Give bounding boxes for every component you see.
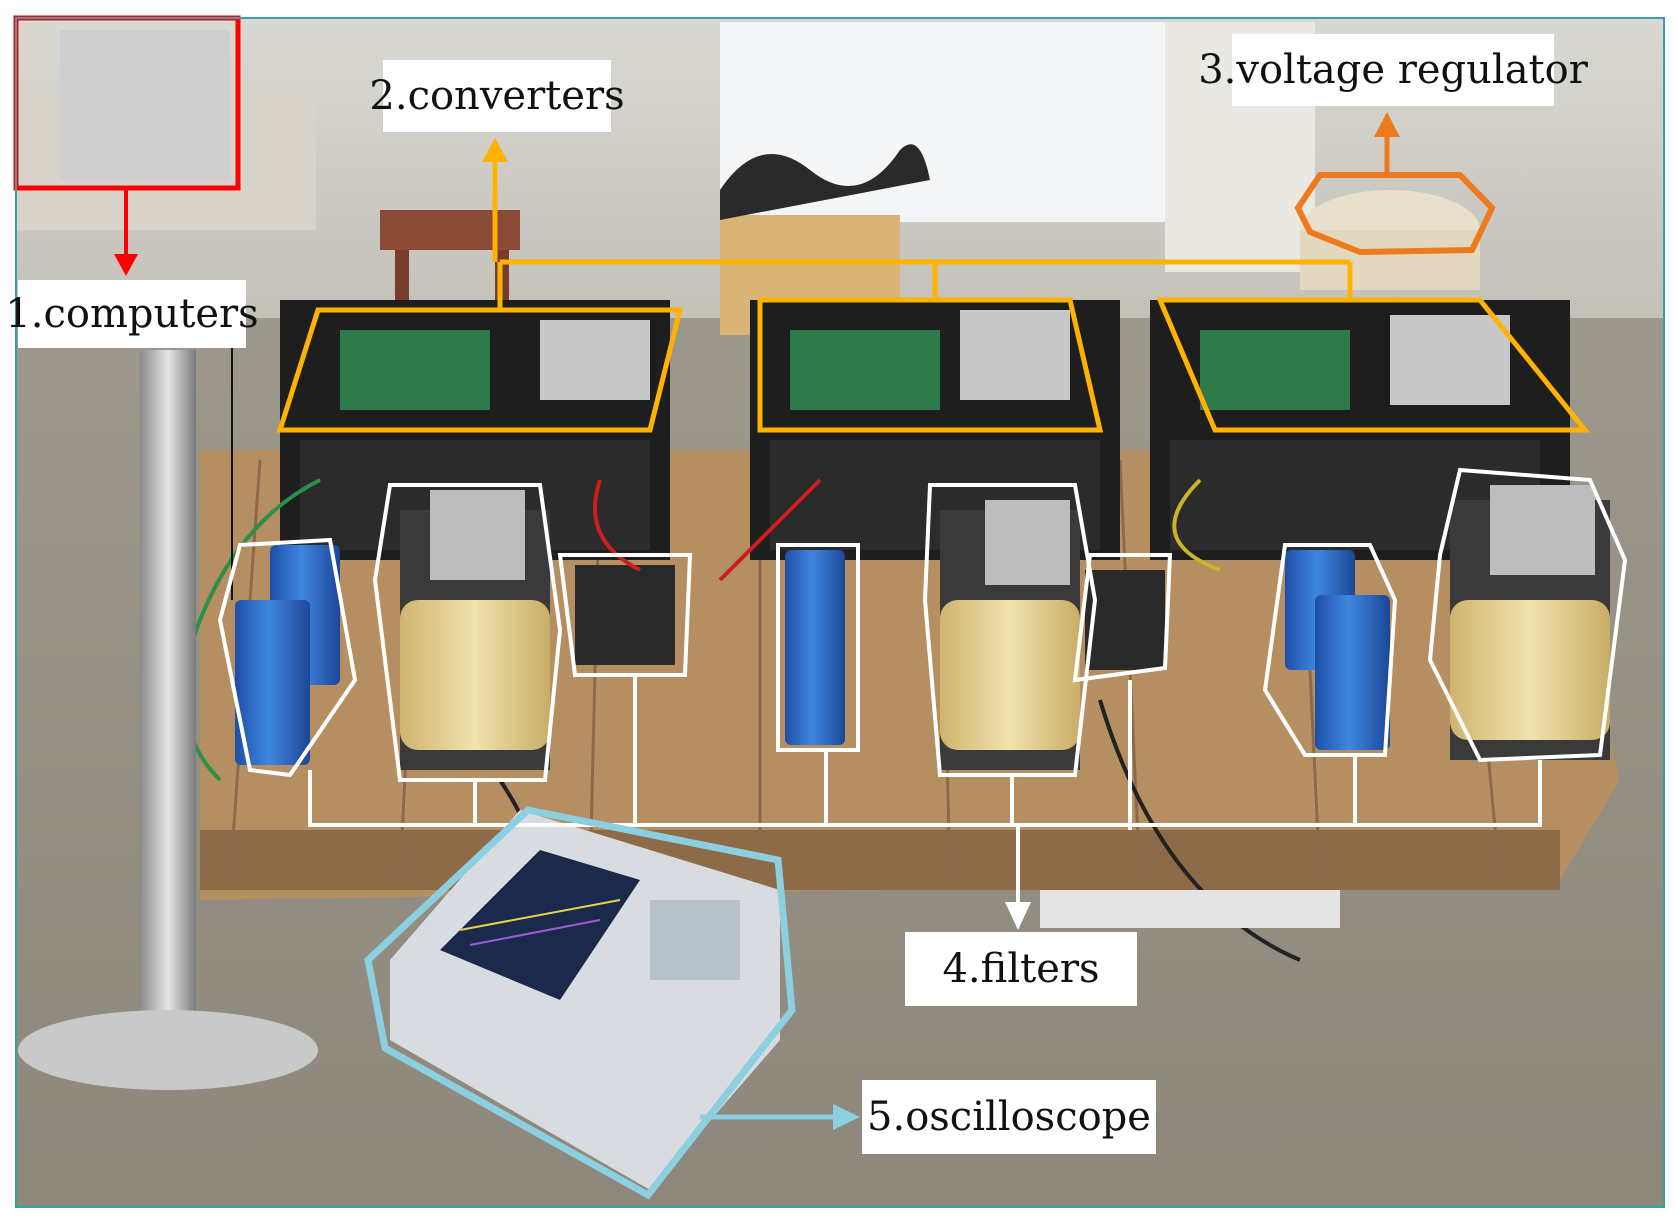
voltage-regulator-arrowhead <box>1374 112 1400 137</box>
stool <box>380 210 520 250</box>
power-strip <box>1040 890 1340 928</box>
capacitor-group-2 <box>785 550 845 745</box>
filters-highlight <box>217 467 1628 905</box>
label-filters: 4.filters <box>905 932 1137 1006</box>
inductor-2 <box>940 500 1080 770</box>
oscilloscope-device <box>390 810 780 1190</box>
capacitor-group-3 <box>1285 550 1390 750</box>
converters-highlight <box>276 160 1591 433</box>
small-filter-2 <box>1085 570 1165 670</box>
voltage-regulator-highlight <box>1294 172 1496 256</box>
pole <box>140 350 196 1050</box>
capacitor-group-1 <box>235 545 340 765</box>
inductor-3 <box>1450 485 1610 760</box>
filters-arrowhead <box>1005 902 1031 930</box>
small-filter-1 <box>575 565 675 665</box>
oscilloscope-arrowhead <box>833 1104 860 1130</box>
oscilloscope-highlight <box>364 806 796 1200</box>
inductor-1 <box>400 490 550 770</box>
laptop <box>60 30 230 180</box>
photo-border <box>15 17 1665 1208</box>
converters-arrowhead <box>482 138 508 162</box>
label-oscilloscope: 5.oscilloscope <box>862 1080 1156 1154</box>
label-converters: 2.converters <box>369 60 625 132</box>
label-voltage-regulator: 3.voltage regulator <box>1198 34 1588 106</box>
wooden-pallet <box>200 450 1620 900</box>
label-computers: 1.computers <box>5 280 259 348</box>
computers-arrowhead <box>114 254 138 276</box>
